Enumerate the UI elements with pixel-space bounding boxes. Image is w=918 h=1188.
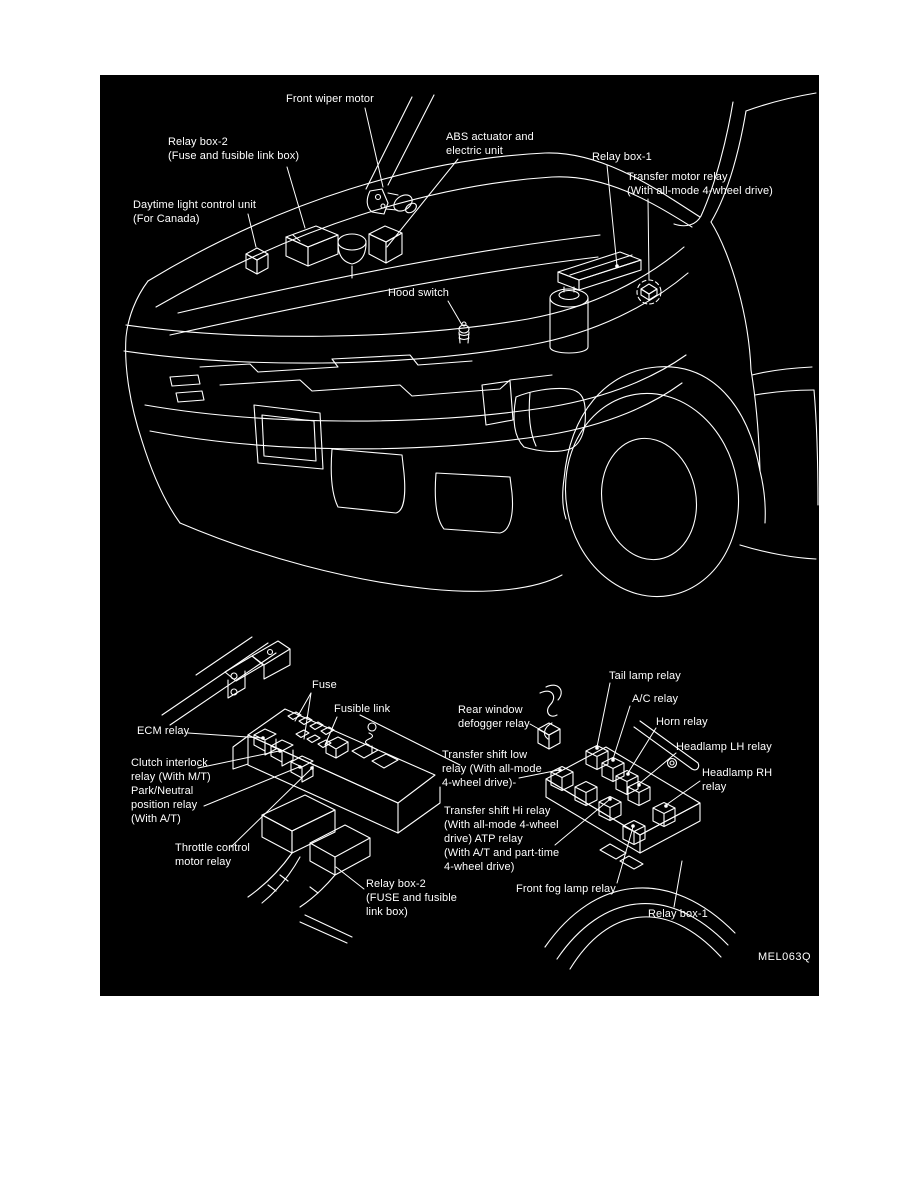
label-fuse: Fuse: [312, 679, 337, 691]
relay-box-1-top-leader: [606, 164, 618, 267]
clutch-interlock-leader: [197, 750, 280, 769]
transfer-shift-hi-leader: [554, 799, 610, 846]
figure-code: MEL063Q: [758, 951, 812, 963]
park-neutral-leader: [203, 766, 300, 807]
hood-switch-leader: [447, 300, 463, 326]
label-front-fog-lamp-relay: Front fog lamp relay: [516, 883, 616, 895]
label-fusible-link: Fusible link: [334, 703, 391, 715]
relay-box-2-top-leader: [286, 166, 306, 229]
relay-box-1-bottom-leader: [673, 860, 683, 908]
wheel-arc-middle: [556, 903, 729, 960]
fusible-link-leader: [324, 716, 338, 746]
throttle-control-leader: [230, 767, 313, 848]
label-ac-relay: A/C relay: [632, 693, 679, 705]
vehicle-line-art: [123, 92, 819, 598]
label-horn-relay: Horn relay: [656, 716, 708, 728]
defogger-relay-leader: [529, 723, 547, 734]
label-ecm-relay: ECM relay: [137, 725, 190, 737]
label-headlamp-lh-relay: Headlamp LH relay: [676, 741, 772, 753]
label-tail-lamp-relay: Tail lamp relay: [609, 670, 681, 682]
label-clutch-interlock: Clutch interlock relay (With M/T) Park/N…: [131, 757, 211, 825]
horn-relay-leader: [627, 727, 657, 774]
label-transfer-shift-low: Transfer shift low relay (With all-mode …: [442, 749, 542, 789]
label-relay-box-2-bottom: Relay box-2 (FUSE and fusible link box): [366, 878, 457, 918]
fuse-leader-2: [303, 692, 312, 740]
label-hood-switch: Hood switch: [388, 287, 450, 299]
label-rear-window-defogger: Rear window defogger relay: [458, 704, 530, 730]
front-wiper-motor-leader: [364, 107, 384, 188]
label-front-wiper-motor: Front wiper motor: [286, 93, 374, 105]
transfer-shift-low-leader: [518, 769, 560, 779]
headlamp-lh-leader: [638, 752, 677, 785]
wheel-arc-inner: [569, 916, 722, 970]
label-transfer-shift-hi: Transfer shift Hi relay (With all-mode 4…: [444, 805, 560, 873]
diagram-line-art: [123, 92, 819, 970]
relay-box-2-detail-art: [161, 636, 461, 944]
fuse-leader-1: [294, 692, 312, 722]
daytime-light-leader: [247, 213, 257, 248]
label-relay-box-2-top: Relay box-2 (Fuse and fusible link box): [168, 136, 300, 162]
label-headlamp-rh-relay: Headlamp RH relay: [702, 767, 773, 793]
ecm-relay-leader: [187, 732, 263, 739]
leader-lines-bottom-right: [518, 682, 701, 908]
leader-lines-bottom-left: [187, 692, 365, 890]
relay-box-2-bottom-leader: [335, 866, 365, 890]
engine-bay-components-art: [245, 188, 662, 354]
label-relay-box-1-bottom: Relay box-1: [648, 908, 708, 920]
label-daytime-light: Daytime light control unit (For Canada): [133, 199, 257, 225]
tail-lamp-relay-leader: [596, 682, 611, 748]
leader-lines-top: [247, 107, 650, 326]
relay-box-1-detail-art: [537, 684, 736, 970]
wheel-arc-outer: [544, 887, 736, 948]
headlamp-rh-leader: [665, 780, 701, 806]
front-fog-leader: [616, 826, 634, 884]
component-location-diagram: Front wiper motor Relay box-2 (Fuse and …: [100, 75, 819, 996]
label-abs-actuator: ABS actuator and electric unit: [446, 131, 534, 157]
ac-relay-leader: [612, 705, 631, 760]
label-relay-box-1-top: Relay box-1: [592, 151, 652, 163]
transfer-motor-relay-leader: [647, 198, 650, 280]
abs-actuator-leader: [386, 158, 459, 248]
label-transfer-motor-relay: Transfer motor relay (With all-mode 4-wh…: [627, 171, 773, 197]
label-throttle-control: Throttle control motor relay: [175, 842, 250, 868]
